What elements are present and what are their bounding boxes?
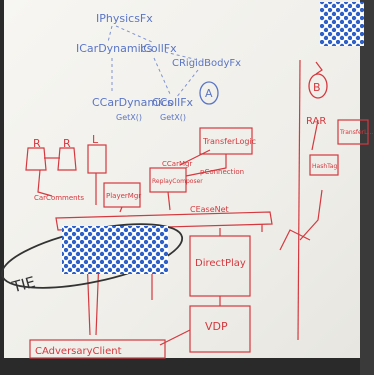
label-rar: RAR: [306, 116, 326, 127]
label-ccarmgr: CCarMgr: [162, 160, 192, 168]
label-getx-2: GetX(): [160, 113, 186, 122]
label-iphysics: IPhysicsFx: [96, 12, 153, 25]
redaction-top-right: [320, 2, 364, 46]
label-getx-1: GetX(): [116, 113, 142, 122]
label-transferlogic-right: TransferL...: [339, 129, 373, 136]
label-l: L: [92, 133, 99, 146]
board-frame-right: [360, 0, 374, 375]
redaction-center: [62, 226, 168, 274]
board-frame-bottom: [0, 358, 374, 375]
label-pconnection: pConnection: [200, 168, 244, 176]
label-hashtag: HashTag: [312, 163, 337, 170]
label-circle-b: B: [313, 81, 321, 94]
label-circle-a: A: [205, 87, 213, 100]
label-crigidbody: CRigidBodyFx: [172, 58, 241, 69]
label-transferlogic-left: TransferLogic: [202, 137, 256, 146]
label-r1: R: [33, 137, 41, 150]
label-r2: R: [63, 137, 71, 150]
label-directplay: DirectPlay: [195, 258, 246, 269]
label-replaycomposer: ReplayComposer: [152, 178, 203, 185]
label-ceasenet: CEaseNet: [190, 205, 229, 214]
label-icollfx: ICollFx: [140, 42, 177, 55]
label-vdp: VDP: [205, 320, 228, 333]
label-cadverseclient: CAdversaryClient: [35, 346, 122, 357]
label-ccollfx: CCollFx: [152, 96, 194, 109]
label-playermgr: PlayerMgr: [106, 192, 141, 200]
label-carcomment: CarComments: [34, 194, 84, 202]
board-frame-left: [0, 0, 4, 375]
